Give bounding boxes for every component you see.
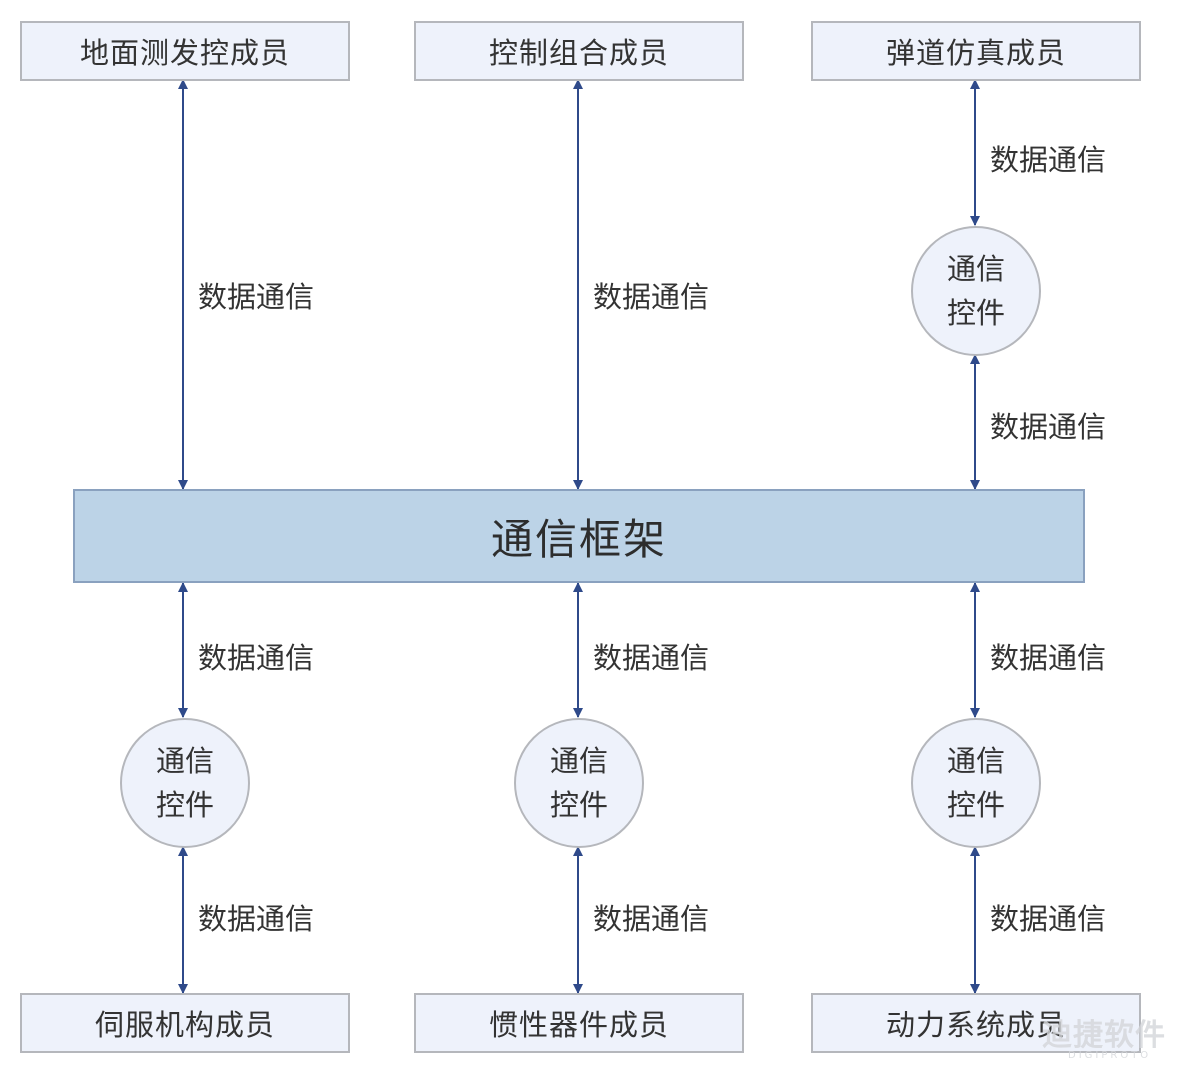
comm-control-line2: 控件 bbox=[946, 788, 1005, 822]
comm-control-top-right: 通信 控件 bbox=[911, 226, 1041, 356]
member-box-servo: 伺服机构成员 bbox=[20, 993, 350, 1053]
comm-control-line1: 通信 bbox=[946, 744, 1005, 778]
member-box-control-assembly: 控制组合成员 bbox=[414, 21, 744, 81]
member-box-power-system: 动力系统成员 bbox=[811, 993, 1141, 1053]
comm-control-bottom-right: 通信 控件 bbox=[911, 718, 1041, 848]
edge-label: 数据通信 bbox=[198, 902, 315, 936]
edge-label: 数据通信 bbox=[990, 143, 1107, 177]
edge-label: 数据通信 bbox=[593, 902, 710, 936]
comm-control-line1: 通信 bbox=[155, 744, 214, 778]
member-box-trajectory-sim: 弹道仿真成员 bbox=[811, 21, 1141, 81]
comm-control-line1: 通信 bbox=[549, 744, 608, 778]
edge-label: 数据通信 bbox=[593, 280, 710, 314]
communication-framework: 通信框架 bbox=[73, 489, 1085, 583]
watermark-logo: 迪捷软件 bbox=[1042, 1018, 1166, 1053]
edge-label: 数据通信 bbox=[593, 641, 710, 675]
comm-control-bottom-left: 通信 控件 bbox=[120, 718, 250, 848]
comm-control-bottom-center: 通信 控件 bbox=[514, 718, 644, 848]
comm-control-line2: 控件 bbox=[549, 788, 608, 822]
comm-control-line1: 通信 bbox=[946, 252, 1005, 286]
comm-control-line2: 控件 bbox=[155, 788, 214, 822]
member-box-ground-control: 地面测发控成员 bbox=[20, 21, 350, 81]
watermark-subtext: DIGIPROTO bbox=[1068, 1050, 1152, 1061]
edge-label: 数据通信 bbox=[198, 641, 315, 675]
edge-label: 数据通信 bbox=[990, 641, 1107, 675]
edge-label: 数据通信 bbox=[198, 280, 315, 314]
member-box-inertial: 惯性器件成员 bbox=[414, 993, 744, 1053]
edge-label: 数据通信 bbox=[990, 410, 1107, 444]
comm-control-line2: 控件 bbox=[946, 296, 1005, 330]
edge-label: 数据通信 bbox=[990, 902, 1107, 936]
